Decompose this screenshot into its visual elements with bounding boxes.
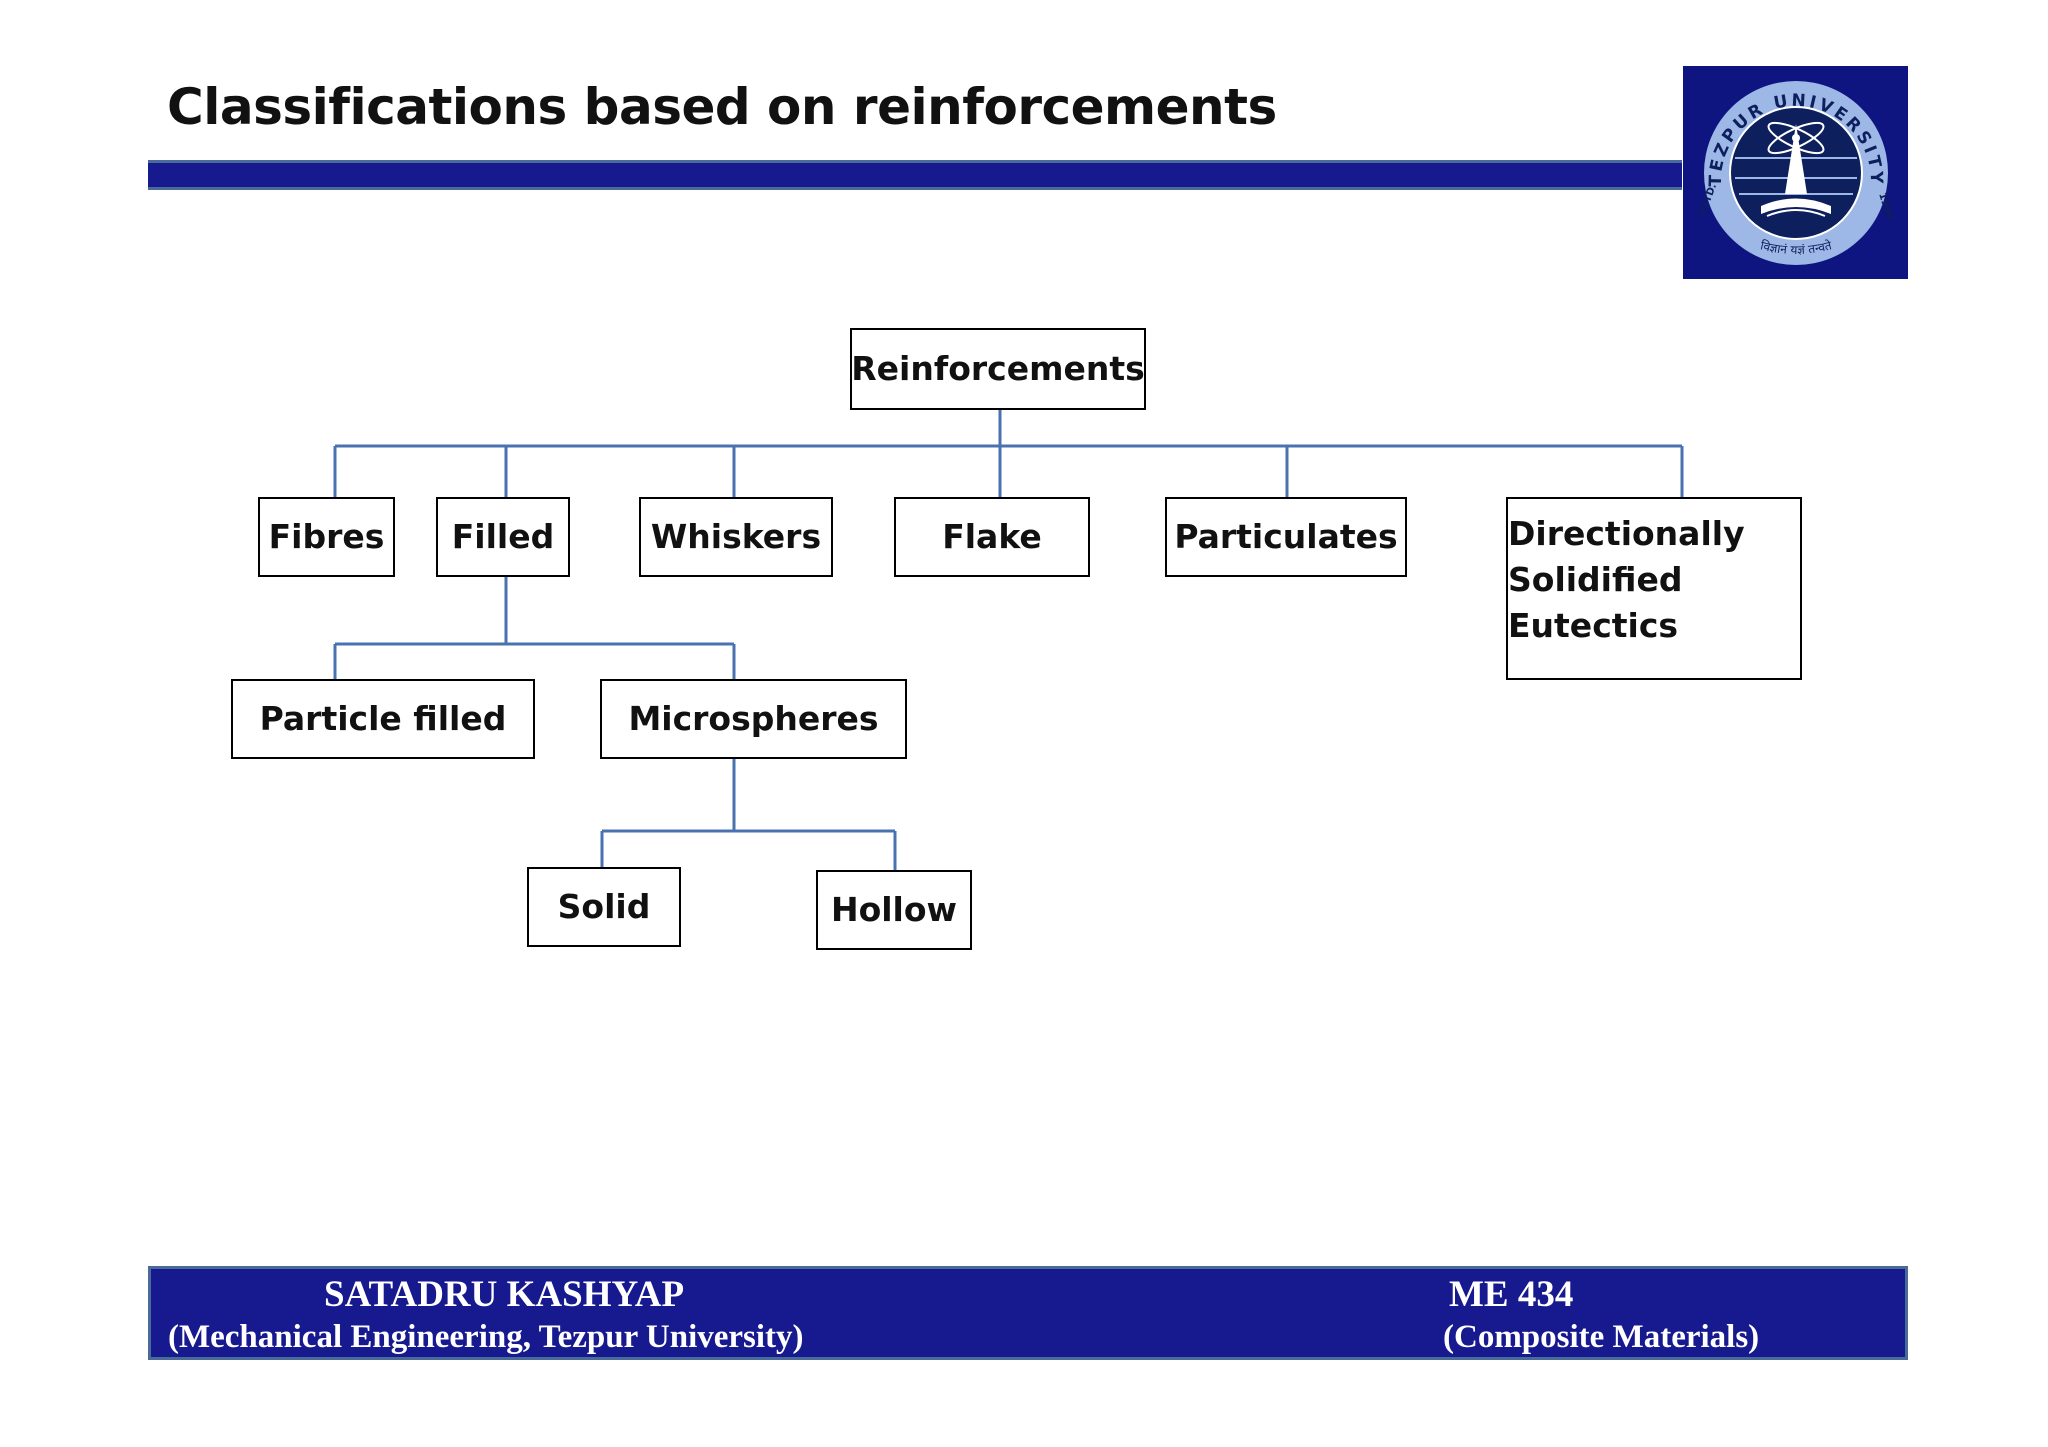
node-particulates: Particulates: [1165, 497, 1407, 577]
svg-text:विज्ञानं यज्ञं तन्वते: विज्ञानं यज्ञं तन्वते: [1759, 238, 1834, 257]
footer-department: (Mechanical Engineering, Tezpur Universi…: [168, 1319, 804, 1355]
node-flake: Flake: [894, 497, 1090, 577]
footer-author: SATADRU KASHYAP: [324, 1274, 685, 1315]
node-solid: Solid: [527, 867, 681, 947]
node-fibres: Fibres: [258, 497, 395, 577]
slide-title: Classifications based on reinforcements: [167, 78, 1277, 136]
node-directionally-solidified-eutectics: Directionally Solidified Eutectics: [1506, 497, 1802, 680]
node-particle-filled: Particle filled: [231, 679, 535, 759]
node-whiskers: Whiskers: [639, 497, 833, 577]
node-hollow: Hollow: [816, 870, 972, 950]
university-seal-icon: TEZPUR UNIVERSITY ESTD. 1994 विज्ञानं यज…: [1697, 81, 1895, 265]
university-logo: TEZPUR UNIVERSITY ESTD. 1994 विज्ञानं यज…: [1683, 66, 1908, 279]
node-reinforcements: Reinforcements: [850, 328, 1146, 410]
title-underline-bar: [148, 160, 1682, 190]
node-filled: Filled: [436, 497, 570, 577]
slide-footer: SATADRU KASHYAP (Mechanical Engineering,…: [148, 1266, 1908, 1360]
footer-course-name: (Composite Materials): [1443, 1319, 1760, 1355]
node-microspheres: Microspheres: [600, 679, 907, 759]
footer-course-code: ME 434: [1449, 1274, 1574, 1315]
